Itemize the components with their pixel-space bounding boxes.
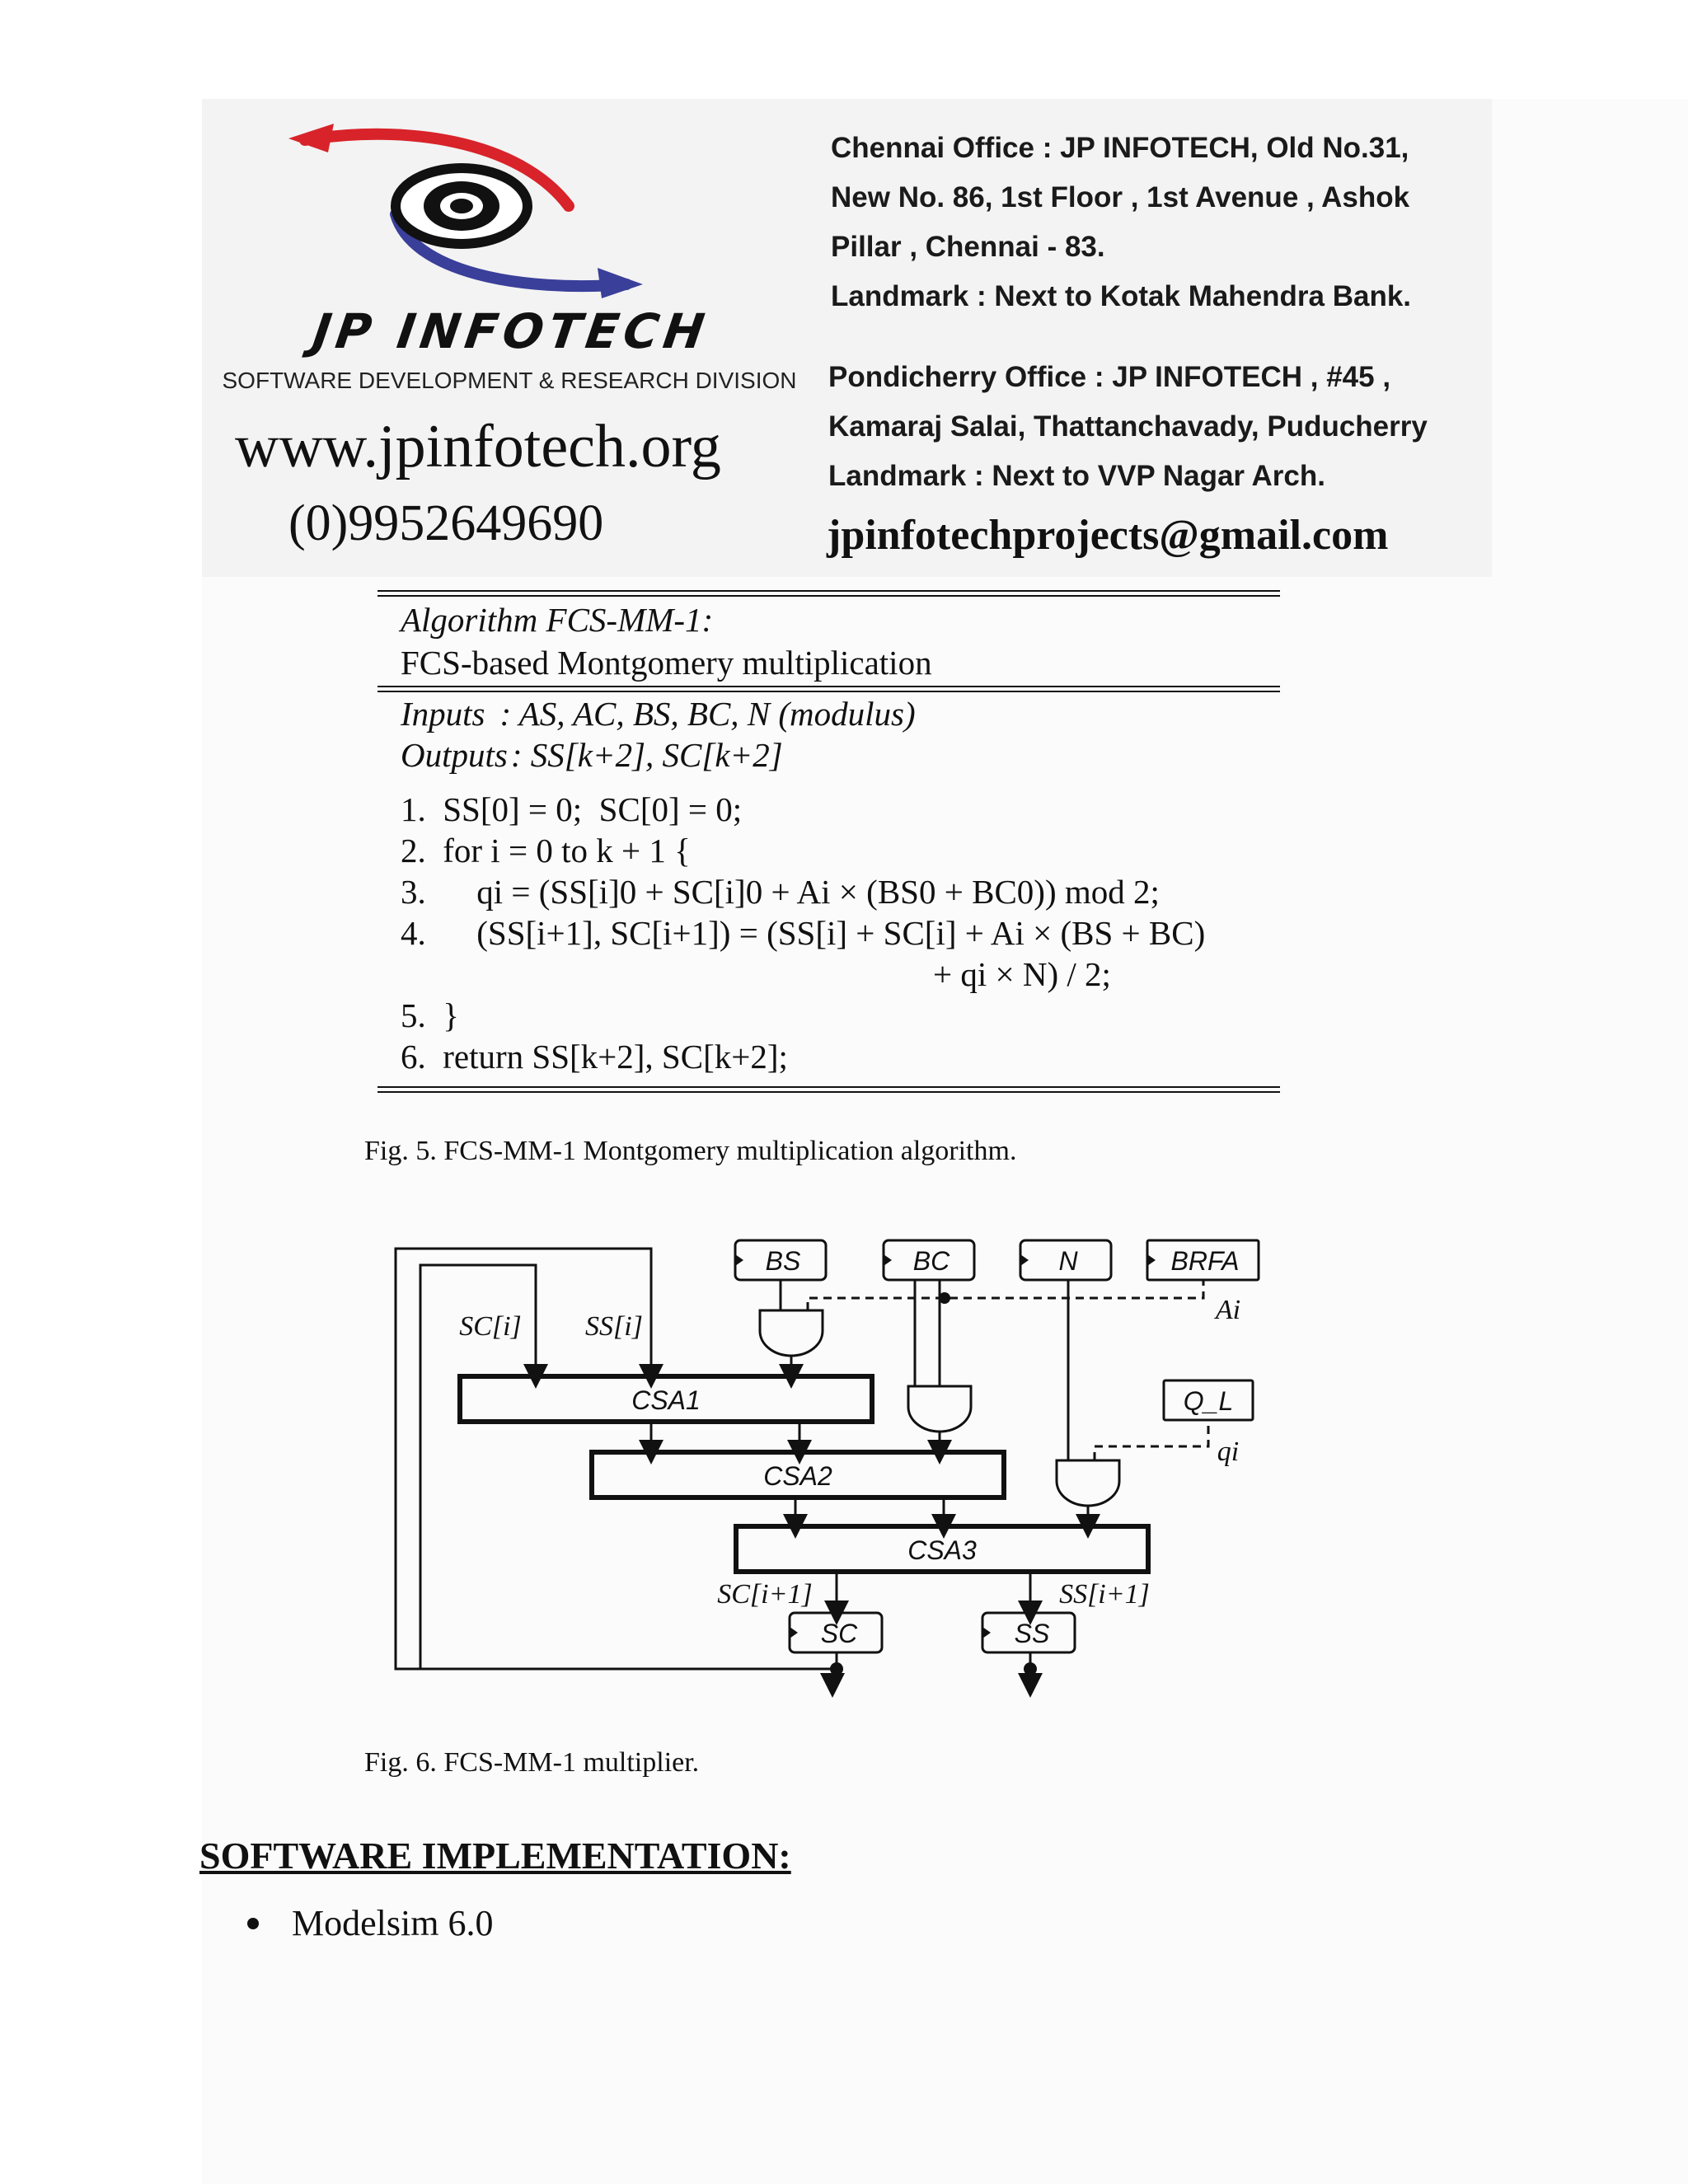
label-bs: BS bbox=[766, 1246, 801, 1276]
outputs-label: Outputs bbox=[401, 736, 508, 774]
algorithm-inputs: Inputs : AS, AC, BS, BC, N (modulus) bbox=[401, 694, 916, 733]
inputs-value: : AS, AC, BS, BC, N (modulus) bbox=[499, 695, 916, 733]
address-line: Pondicherry Office : JP INFOTECH , #45 , bbox=[828, 361, 1391, 393]
algorithm-mid-rule bbox=[377, 686, 1280, 687]
chennai-office-address: Chennai Office : JP INFOTECH, Old No.31,… bbox=[831, 124, 1411, 321]
algorithm-outputs: Outputs: SS[k+2], SC[k+2] bbox=[401, 735, 783, 775]
bullet-icon bbox=[247, 1917, 259, 1929]
label-ss-i: SS[i] bbox=[585, 1311, 643, 1342]
division-tagline: SOFTWARE DEVELOPMENT & RESEARCH DIVISION bbox=[222, 368, 797, 393]
label-csa2: CSA2 bbox=[763, 1461, 832, 1491]
address-line: Landmark : Next to Kotak Mahendra Bank. bbox=[831, 280, 1412, 312]
label-q-i: qi bbox=[1217, 1436, 1239, 1467]
algorithm-subtitle: FCS-based Montgomery multiplication bbox=[401, 644, 932, 682]
algorithm-bottom-rule bbox=[377, 1091, 1280, 1093]
software-item-label: Modelsim 6.0 bbox=[292, 1903, 494, 1943]
label-sc: SC bbox=[821, 1619, 858, 1648]
algorithm-step-1: 1. SS[0] = 0; SC[0] = 0; bbox=[401, 790, 743, 828]
fig6-caption: Fig. 6. FCS-MM-1 multiplier. bbox=[364, 1747, 700, 1778]
label-ss-next: SS[i+1] bbox=[1059, 1579, 1150, 1610]
label-a-i: Ai bbox=[1214, 1295, 1240, 1325]
algorithm-top-rule bbox=[377, 590, 1280, 592]
brand-name: JP INFOTECH bbox=[309, 303, 713, 359]
label-brfa: BRFA bbox=[1171, 1246, 1240, 1276]
pondicherry-office-address: Pondicherry Office : JP INFOTECH , #45 ,… bbox=[828, 353, 1428, 501]
csa1-block bbox=[457, 1374, 874, 1424]
register-q-l bbox=[1162, 1379, 1254, 1422]
algorithm-top-rule bbox=[377, 595, 1280, 597]
algorithm-bottom-rule bbox=[377, 1086, 1280, 1088]
label-q-l: Q_L bbox=[1184, 1386, 1233, 1416]
label-csa3: CSA3 bbox=[907, 1535, 977, 1565]
fig5-caption: Fig. 5. FCS-MM-1 Montgomery multiplicati… bbox=[364, 1136, 1017, 1166]
algorithm-title: Algorithm FCS-MM-1: bbox=[401, 601, 714, 639]
and-gate-n bbox=[1055, 1459, 1121, 1507]
algorithm-step-5: 5. } bbox=[401, 996, 459, 1034]
algorithm-step-4-cont: + qi × N) / 2; bbox=[933, 955, 1111, 993]
algorithm-step-2: 2. for i = 0 to k + 1 { bbox=[401, 832, 691, 869]
feedback-wire-sc bbox=[419, 1263, 832, 1671]
email-link[interactable]: jpinfotechprojects@gmail.com bbox=[827, 512, 1389, 559]
label-csa1: CSA1 bbox=[631, 1385, 701, 1415]
software-heading: SOFTWARE IMPLEMENTATION: bbox=[199, 1835, 791, 1877]
algorithm-step-6: 6. return SS[k+2], SC[k+2]; bbox=[401, 1038, 788, 1076]
fcs-mm-1-multiplier-diagram: BS BC N BRFA Q_L SC SS CSA1 CSA2 CSA3 SC… bbox=[394, 1239, 1260, 1698]
label-ss: SS bbox=[1015, 1619, 1050, 1648]
address-line: Pillar , Chennai - 83. bbox=[831, 231, 1105, 263]
label-sc-next: SC[i+1] bbox=[717, 1579, 813, 1610]
and-gate-bs bbox=[758, 1309, 824, 1357]
address-line: New No. 86, 1st Floor , 1st Avenue , Ash… bbox=[831, 181, 1410, 213]
label-sc-i: SC[i] bbox=[459, 1311, 522, 1342]
jp-infotech-logo bbox=[288, 124, 643, 298]
inputs-label: Inputs bbox=[401, 695, 485, 733]
algorithm-step-4: 4. (SS[i+1], SC[i+1]) = (SS[i] + SC[i] +… bbox=[401, 914, 1206, 952]
website-link[interactable]: www.jpinfotech.org bbox=[235, 413, 721, 480]
algorithm-step-3: 3. qi = (SS[i]0 + SC[i]0 + Ai × (BS0 + B… bbox=[401, 873, 1160, 911]
algorithm-mid-rule bbox=[377, 691, 1280, 692]
address-line: Kamaraj Salai, Thattanchavady, Puducherr… bbox=[828, 410, 1428, 443]
software-list-item: Modelsim 6.0 bbox=[247, 1902, 493, 1944]
and-gate-bc bbox=[907, 1385, 973, 1433]
label-bc: BC bbox=[913, 1246, 950, 1276]
phone-number: (0)9952649690 bbox=[288, 495, 604, 551]
label-n: N bbox=[1058, 1246, 1078, 1276]
outputs-value: : SS[k+2], SC[k+2] bbox=[510, 736, 783, 774]
address-line: Chennai Office : JP INFOTECH, Old No.31, bbox=[831, 132, 1409, 164]
address-line: Landmark : Next to VVP Nagar Arch. bbox=[828, 460, 1325, 492]
